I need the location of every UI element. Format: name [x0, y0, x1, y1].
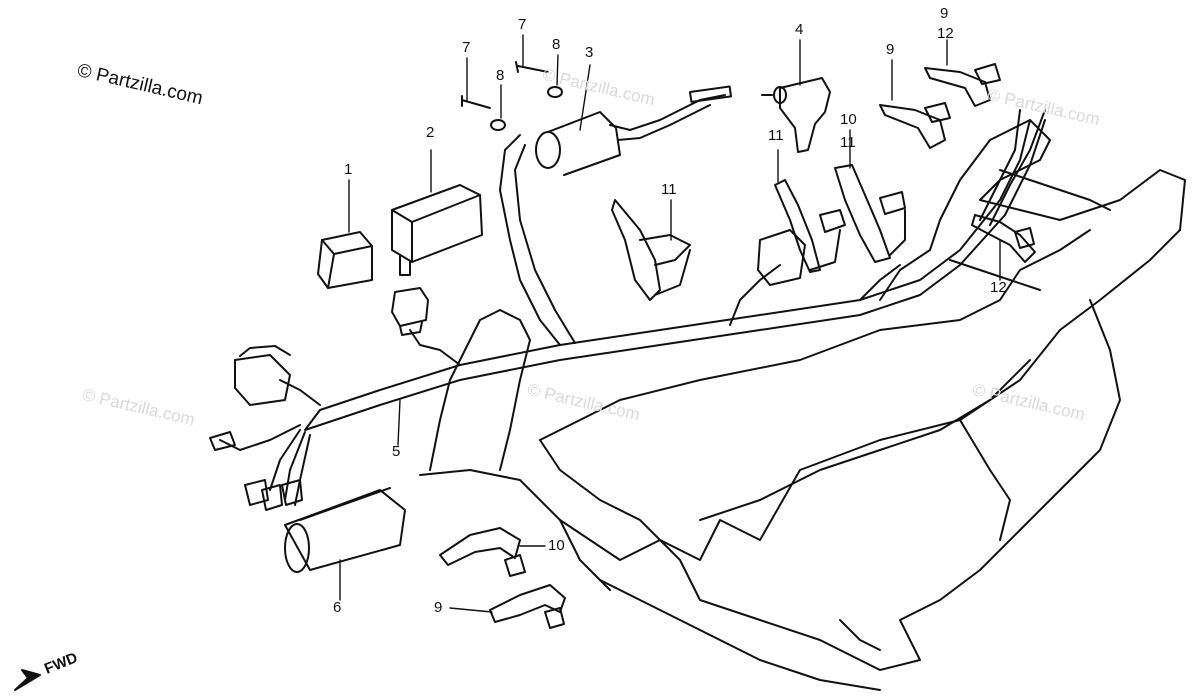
- harness-connector-block: [209, 345, 303, 511]
- part-12-clamp-right: [971, 214, 1036, 263]
- part-3-ignition-coil: [535, 85, 733, 176]
- part-4-spark-plug-cap: [761, 77, 831, 153]
- part-9-clamp-top: [879, 102, 951, 149]
- callout-8: 8: [552, 36, 561, 53]
- fwd-arrow-icon: [14, 669, 41, 691]
- callout-12: 12: [937, 25, 954, 42]
- part-7-bolt-right: [515, 61, 549, 73]
- callout-4: 4: [795, 21, 804, 38]
- callout-12: 12: [990, 279, 1007, 296]
- part-10-clamp-bottom: [439, 527, 526, 577]
- callout-6: 6: [333, 599, 342, 616]
- callout-5: 5: [392, 443, 401, 460]
- part-6-protector-tube: [284, 487, 406, 573]
- callout-7: 7: [462, 39, 471, 56]
- callout-7: 7: [518, 16, 527, 33]
- callout-10: 10: [548, 537, 565, 554]
- callout-11: 11: [768, 127, 784, 144]
- part-12-clamp-top: [924, 63, 1001, 107]
- part-7-bolt-left: [461, 95, 491, 109]
- part-2-cdi-unit: [391, 184, 483, 276]
- part-9-clamp-bottom: [489, 584, 566, 629]
- callout-11: 11: [840, 134, 856, 151]
- leader-lines: [339, 34, 1001, 613]
- callout-9: 9: [886, 41, 895, 58]
- callout-8: 8: [496, 67, 505, 84]
- part-11-clamp-center: [757, 179, 846, 286]
- part-11-clamp-left: [611, 199, 691, 301]
- callout-10: 10: [840, 111, 857, 128]
- part-10-clamp-right: [834, 164, 906, 263]
- frame: [419, 119, 1186, 691]
- callout-11: 11: [661, 181, 677, 198]
- callout-1: 1: [344, 161, 353, 178]
- callout-9: 9: [940, 5, 949, 22]
- callout-9: 9: [434, 599, 443, 616]
- part-8-washer-left: [490, 119, 506, 131]
- coupler: [391, 287, 429, 336]
- part-1-relay: [317, 231, 373, 289]
- callout-3: 3: [585, 44, 594, 61]
- callout-2: 2: [426, 124, 435, 141]
- part-8-washer-right: [547, 86, 563, 98]
